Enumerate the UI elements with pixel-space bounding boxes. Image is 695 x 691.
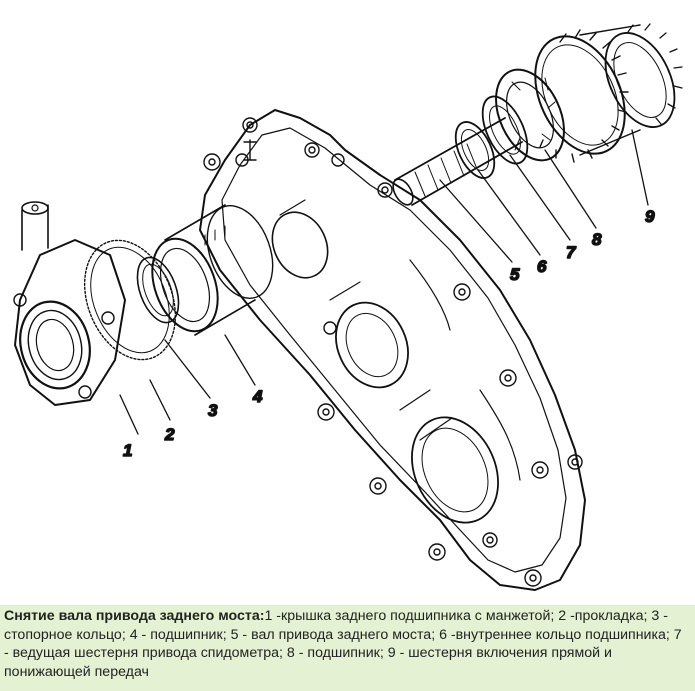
figure-caption: Снятие вала привода заднего моста:1 -кры…	[0, 605, 695, 691]
retaining-ring-3	[136, 256, 180, 324]
drawing-svg: 1 2 3 4 5 6 7 8 9	[13, 23, 683, 591]
callout-9: 9	[645, 207, 655, 226]
callout-8: 8	[592, 230, 602, 249]
leader-lines	[119, 129, 649, 435]
rear-bearing-cover-1	[13, 201, 126, 406]
callout-4: 4	[252, 387, 263, 406]
gear-9	[534, 23, 683, 163]
callout-7: 7	[566, 243, 577, 262]
callout-6: 6	[537, 257, 547, 276]
callout-3: 3	[208, 401, 218, 420]
callout-2: 2	[164, 425, 175, 444]
caption-body: 1 -крышка заднего подшипника с манжетой;…	[4, 608, 682, 680]
bearing-4	[151, 204, 274, 336]
bearing-inner-ring-6	[454, 121, 496, 179]
transfer-case-housing	[199, 109, 586, 591]
exploded-view-drawing: 1 2 3 4 5 6 7 8 9	[13, 23, 683, 591]
speedometer-drive-gear-7	[481, 95, 529, 165]
gasket-2	[83, 239, 177, 361]
caption-title: Снятие вала привода заднего моста:	[4, 608, 265, 624]
rear-axle-drive-shaft-5	[392, 117, 523, 206]
bearing-8	[495, 68, 565, 162]
callout-5: 5	[510, 265, 520, 284]
callout-1: 1	[123, 441, 132, 460]
